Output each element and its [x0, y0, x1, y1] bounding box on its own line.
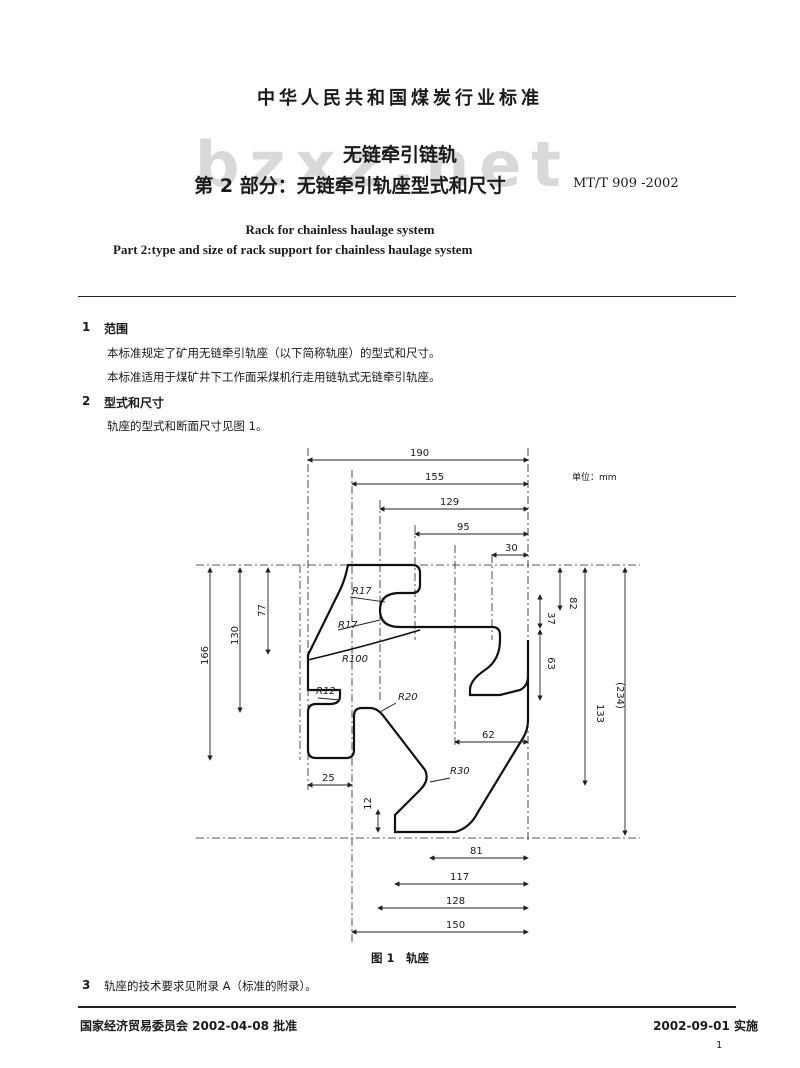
unit-note: 单位：mm	[572, 473, 617, 483]
rack-support-profile	[306, 563, 530, 834]
dim-63: 63	[544, 657, 556, 670]
dim-117: 117	[450, 872, 470, 883]
dim-150: 150	[446, 920, 466, 931]
section-3-text: 轨座的技术要求见附录 A（标准的附录）。	[104, 979, 317, 993]
english-subtitle: Part 2:type and size of rack support for…	[113, 242, 473, 257]
document-title: 无链牵引链轨	[342, 144, 457, 166]
dim-155: 155	[425, 472, 445, 483]
extension-lines	[196, 448, 640, 945]
radius-r20: R20	[398, 692, 418, 703]
dim-95: 95	[457, 522, 470, 533]
dim-234: (234)	[613, 682, 625, 709]
watermark: bzxz.net	[195, 128, 571, 201]
section-2-paragraph: 轨座的型式和断面尺寸见图 1。	[107, 419, 268, 433]
section-2-heading: 型式和尺寸	[104, 396, 165, 410]
radius-r17-upper: R17	[352, 586, 372, 597]
section-1-number: 1	[82, 320, 91, 334]
dim-128: 128	[446, 896, 466, 907]
page-number: 1	[716, 1040, 723, 1051]
dim-12: 12	[362, 797, 374, 810]
footer-divider	[78, 1006, 736, 1008]
radius-r12: R12	[316, 686, 336, 697]
radius-r17-lower: R17	[338, 620, 358, 631]
organization-title: 中华人民共和国煤炭行业标准	[257, 88, 543, 109]
document-subtitle: 第 2 部分：无链牵引轨座型式和尺寸	[194, 175, 506, 197]
section-3-number: 3	[82, 978, 91, 992]
standard-code: MT/T 909 -2002	[573, 176, 679, 191]
dim-30: 30	[505, 543, 518, 554]
dim-25: 25	[322, 773, 335, 784]
dim-62: 62	[482, 730, 495, 741]
header-divider	[78, 296, 736, 297]
approval-note: 国家经济贸易委员会 2002-04-08 批准	[80, 1019, 298, 1033]
figure-caption: 图 1 轨座	[370, 951, 429, 965]
dim-133: 133	[594, 703, 606, 724]
dim-130: 130	[230, 625, 242, 646]
effective-date: 2002-09-01 实施	[653, 1019, 758, 1033]
dim-37: 37	[544, 612, 556, 625]
section-1-paragraph-2: 本标准适用于煤矿井下工作面采煤机行走用链轨式无链牵引轨座。	[107, 370, 441, 384]
dim-77: 77	[256, 604, 268, 617]
dim-82: 82	[566, 597, 578, 610]
radius-r30: R30	[450, 766, 470, 777]
dim-129: 129	[440, 497, 460, 508]
section-2-number: 2	[82, 394, 91, 408]
dim-166: 166	[200, 645, 212, 666]
r100-curve	[307, 629, 421, 661]
radius-r100: R100	[342, 654, 369, 665]
english-title: Rack for chainless haulage system	[245, 222, 435, 237]
section-1-heading: 范围	[104, 322, 129, 336]
section-1-paragraph-1: 本标准规定了矿用无链牵引轨座（以下简称轨座）的型式和尺寸。	[107, 346, 441, 360]
dim-190: 190	[410, 448, 430, 459]
dim-81: 81	[470, 846, 483, 857]
